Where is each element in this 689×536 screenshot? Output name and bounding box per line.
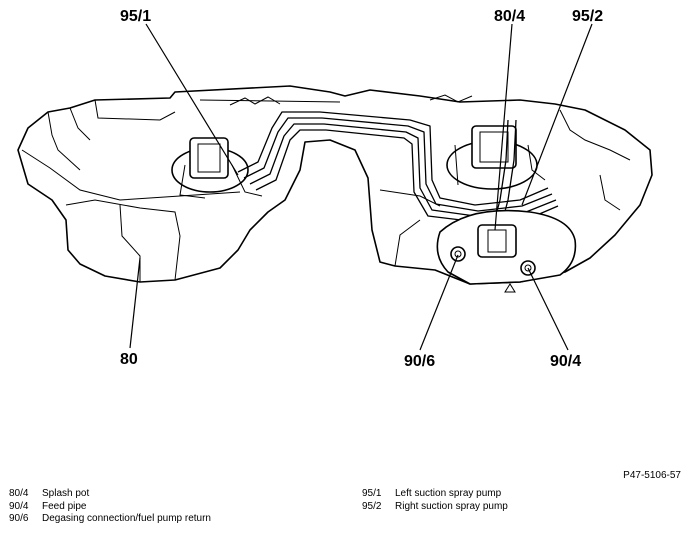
legend-item: 95/1 Left suction spray pump — [362, 488, 508, 501]
legend-code: 90/4 — [9, 500, 29, 512]
splash-pot — [436, 209, 577, 285]
legend-item: 90/6 Degasing connection/fuel pump retur… — [9, 513, 211, 526]
legend-text: Splash pot — [42, 488, 90, 499]
callout-90-4: 90/4 — [550, 353, 581, 370]
legend-text: Feed pipe — [42, 500, 87, 512]
callout-80-4: 80/4 — [494, 8, 525, 25]
legend-item: 80/4 Splash pot — [9, 488, 211, 501]
legend-text: Left suction spray pump — [395, 488, 502, 499]
legend-item: 95/2 Right suction spray pump — [362, 501, 508, 514]
leader-95-2 — [521, 23, 593, 206]
callout-80: 80 — [120, 351, 138, 368]
callout-95-1: 95/1 — [120, 8, 151, 25]
legend-left: 80/4 Splash pot 90/4 Feed pipe 90/6 Dega… — [9, 488, 211, 526]
leader-90-4 — [527, 267, 569, 351]
callout-90-6: 90/6 — [404, 353, 435, 370]
leader-80-4 — [494, 23, 513, 231]
leader-90-6 — [419, 254, 459, 351]
legend-right: 95/1 Left suction spray pump 95/2 Right … — [362, 488, 508, 513]
fuel-tank-diagram: 95/1 80/4 95/2 80 90/6 90/4 — [17, 8, 653, 370]
legend-text: Right suction spray pump — [395, 500, 508, 512]
leader-80 — [129, 257, 141, 349]
callout-95-2: 95/2 — [572, 8, 603, 25]
left-suction-spray-pump — [171, 137, 263, 199]
legend-code: 95/1 — [362, 488, 382, 499]
leader-95-1 — [145, 23, 239, 176]
legend-code: 90/6 — [9, 513, 29, 524]
document-number: P47-5106-57 — [623, 470, 681, 481]
legend-text: Degasing connection/fuel pump return — [42, 513, 211, 524]
degasing-connection — [450, 246, 466, 262]
legend-code: 95/2 — [362, 500, 382, 512]
legend-code: 80/4 — [9, 488, 29, 499]
legend-item: 90/4 Feed pipe — [9, 501, 211, 514]
